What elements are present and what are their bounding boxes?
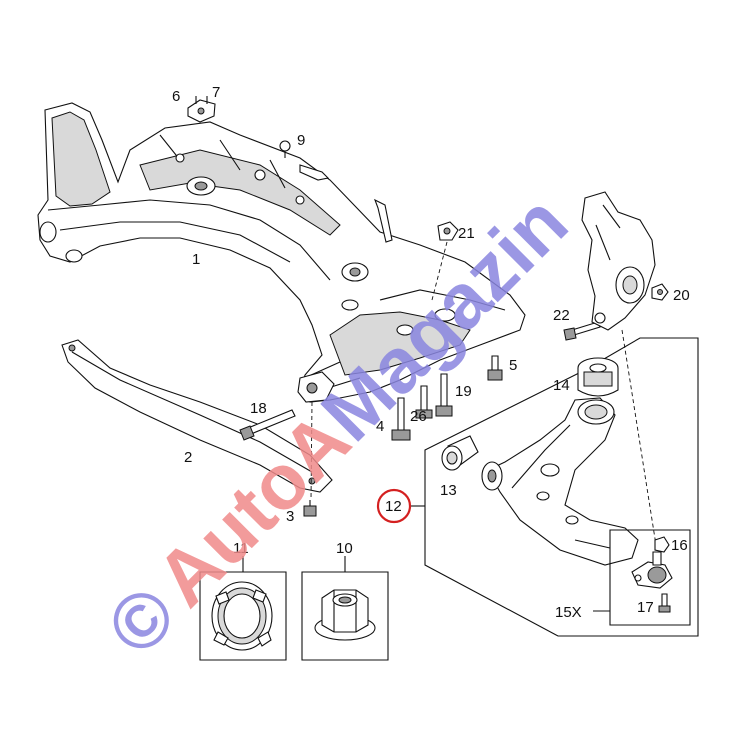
bushing-13	[441, 435, 479, 471]
bolt-26	[415, 385, 433, 419]
callout-4: 4	[376, 418, 384, 435]
callout-14: 14	[553, 377, 570, 394]
nut-21-guide	[431, 241, 448, 301]
bolt-17	[658, 593, 671, 613]
callout-7: 7	[212, 84, 220, 101]
callout-10: 10	[336, 540, 353, 557]
nut-16	[654, 536, 670, 553]
flange-nut-10	[314, 589, 376, 641]
kit-15x-box	[609, 529, 691, 626]
bolt-18	[239, 409, 296, 441]
callout-3: 3	[286, 508, 294, 525]
nut-9	[279, 140, 291, 158]
callout-16: 16	[671, 537, 688, 554]
nut-20	[651, 283, 669, 301]
bolt-3-guide	[310, 401, 313, 501]
detail-box-11	[199, 571, 287, 661]
ball-joint	[631, 551, 673, 589]
balljoint-guide	[621, 329, 657, 546]
steering-knuckle	[581, 191, 656, 331]
bolt-5	[487, 355, 503, 381]
nut-21	[437, 221, 459, 241]
callout-12-highlight-ring	[376, 488, 412, 524]
detail-box-10	[301, 571, 389, 661]
callout-9: 9	[297, 132, 305, 149]
bolt-3	[303, 500, 317, 517]
cap-part-11	[211, 581, 273, 651]
bolt-22	[563, 321, 601, 341]
callout-2: 2	[184, 449, 192, 466]
bracket-6-7	[187, 96, 216, 123]
callout-26: 26	[410, 408, 427, 425]
control-arm	[481, 397, 639, 566]
callout-1: 1	[192, 251, 200, 268]
callout-21: 21	[458, 225, 475, 242]
callout-12: 12	[385, 498, 402, 515]
callout-15x: 15X	[555, 604, 582, 621]
callout-5: 5	[509, 357, 517, 374]
callout-20: 20	[673, 287, 690, 304]
callout-13: 13	[440, 482, 457, 499]
bolt-4	[391, 397, 411, 441]
callout-19: 19	[455, 383, 472, 400]
callout-22: 22	[553, 307, 570, 324]
callout-18: 18	[250, 400, 267, 417]
callout-11: 11	[233, 540, 249, 557]
skid-plate	[61, 339, 333, 493]
callout-17: 17	[637, 599, 654, 616]
callout-6: 6	[172, 88, 180, 105]
subframe	[37, 102, 526, 403]
bushing-14	[577, 357, 619, 397]
bolt-19	[435, 373, 453, 417]
